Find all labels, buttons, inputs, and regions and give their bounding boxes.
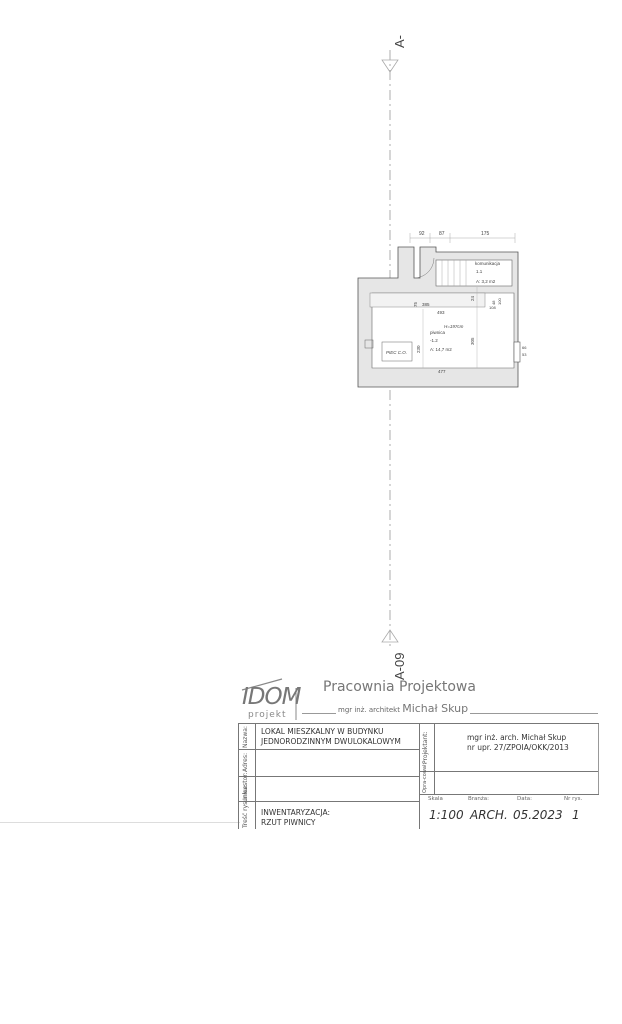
- project-name-line2: JEDNORODZINNYM DWULOKALOWYM: [261, 737, 401, 746]
- designer-line1: mgr inż. arch. Michał Skup: [467, 733, 567, 742]
- room2-area: A: 14,7 m2: [430, 347, 452, 352]
- date-value: 05.2023: [513, 808, 563, 822]
- dim-66: 66: [522, 345, 527, 350]
- label-branch: Branża:: [468, 796, 490, 802]
- dim-48: 48: [491, 300, 496, 305]
- section-arrow-bottom: [381, 629, 399, 643]
- section-label-bottom: A-09: [392, 653, 407, 680]
- branch-value: ARCH.: [470, 808, 508, 822]
- logo-brand: IDOM: [242, 684, 301, 710]
- dim-493: 493: [437, 310, 445, 315]
- dim-108: 108: [489, 305, 496, 310]
- room2-number: -1.2: [430, 338, 438, 343]
- dim-top-3: 175: [481, 231, 490, 237]
- stairs: [441, 260, 467, 286]
- room1-number: 1.1: [476, 269, 483, 274]
- dim-100: 100: [497, 298, 502, 305]
- architect-prefix: mgr inż. architekt: [338, 706, 400, 714]
- floor-plan: 92 87 175 komunikacja 1.1 A: 3,2 m2 H=19…: [357, 231, 527, 388]
- logo-roof-icon: [241, 678, 297, 720]
- scale-value: 1:100: [429, 808, 464, 822]
- architect-name: Michał Skup: [402, 702, 469, 715]
- label-drafted: Opra-cował:: [422, 762, 428, 793]
- title-block: Nazwa: Adres: Inwestor: Treść rysunku: P…: [238, 723, 599, 829]
- logo: IDOM projekt: [238, 676, 302, 722]
- dim-230: 230: [416, 345, 421, 353]
- dim-top-2: 87: [439, 231, 445, 237]
- section-arrow-top: [381, 59, 399, 73]
- studio-name: Pracownia Projektowa: [323, 679, 476, 695]
- dim-53: 53: [522, 352, 527, 357]
- window: [513, 341, 521, 363]
- boiler-chimney: [364, 339, 374, 349]
- drawing-no-value: 1: [572, 808, 580, 822]
- dimension-top: [409, 233, 516, 243]
- dim-75: 75: [413, 301, 418, 307]
- content-line1: INWENTARYZACJA:: [261, 808, 331, 817]
- dim-top-1: 92: [419, 231, 425, 237]
- section-label-top: A-: [392, 35, 407, 48]
- room1-area: A: 3,2 m2: [476, 279, 496, 284]
- label-scale: Skala: [428, 796, 443, 802]
- logo-brand-sub: projekt: [248, 710, 287, 720]
- project-name-line1: LOKAL MIESZKALNY W BUDYNKU: [261, 727, 384, 736]
- dim-305: 305: [470, 337, 475, 345]
- dim-477: 477: [438, 369, 446, 374]
- room-komunikacja: [435, 259, 513, 287]
- boiler-label: PIEC C.O.: [386, 350, 407, 355]
- door-swing: [413, 257, 435, 279]
- label-drawing-no: Nr rys.: [564, 796, 583, 802]
- content-line2: RZUT PIWNICY: [261, 818, 316, 827]
- label-date: Data:: [517, 796, 532, 802]
- architect-line: mgr inż. architekt Michał Skup: [336, 702, 471, 715]
- dim-385: 385: [422, 302, 430, 307]
- room2-name: piwnica: [430, 330, 446, 335]
- designer-line2: nr upr. 27/ZPOIA/OKK/2013: [467, 743, 569, 752]
- label-content: Treść rysunku:: [242, 784, 249, 828]
- dim-24: 24: [470, 295, 475, 301]
- room2-height: H=197cm: [444, 324, 464, 329]
- scan-edge-line: [0, 822, 240, 823]
- room1-name: komunikacja: [475, 261, 501, 266]
- boiler: [381, 341, 413, 362]
- label-name: Nazwa:: [242, 726, 249, 748]
- interior-beam: [369, 292, 486, 308]
